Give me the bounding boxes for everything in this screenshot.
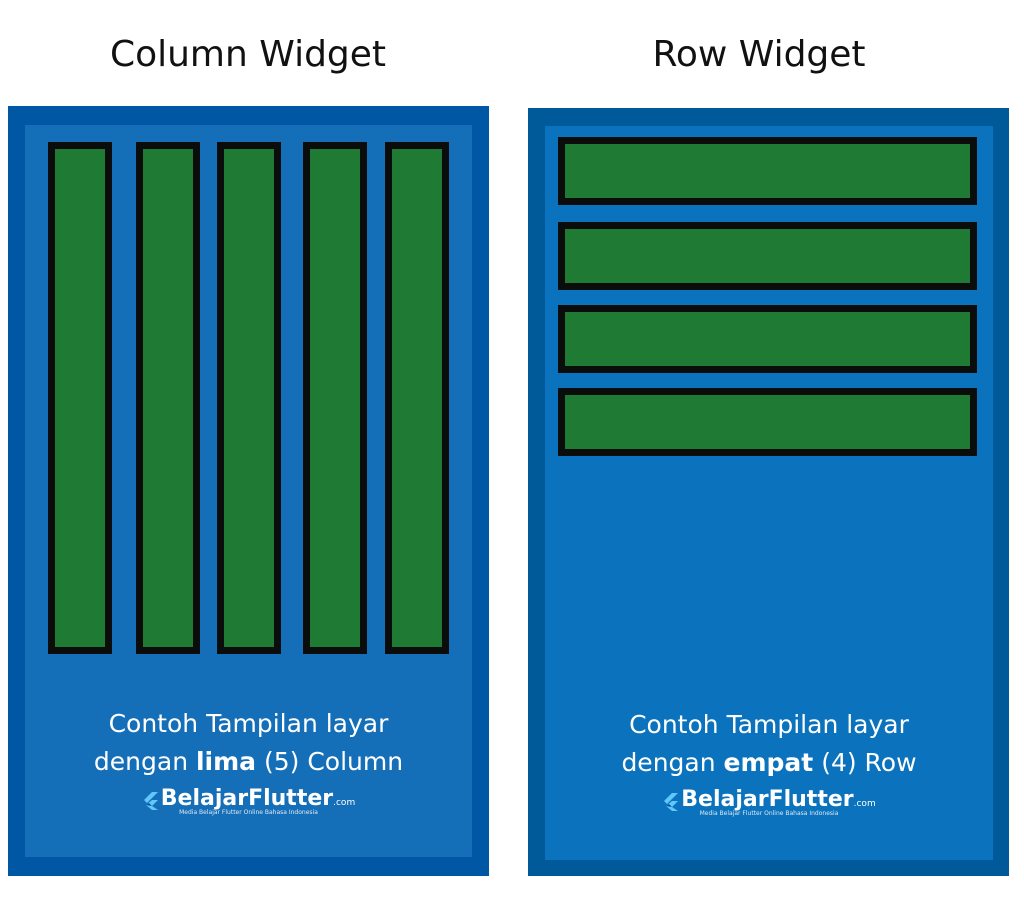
caption-bold: empat [723,748,814,777]
row-bar [558,222,977,290]
column-screen: Contoh Tampilan layar dengan lima (5) Co… [25,125,472,857]
caption-pre: dengan [621,748,724,777]
caption-post: (5) Column [256,747,404,776]
caption-line-1: Contoh Tampilan layar [629,710,909,739]
caption-line-2: dengan lima (5) Column [25,743,472,781]
row-widget-panel: Contoh Tampilan layar dengan empat (4) R… [528,108,1009,876]
column-bar [217,142,281,654]
belajarflutter-logo: BelajarFlutter.com Media Belajar Flutter… [545,787,993,817]
column-bar [136,142,200,654]
column-bar [48,142,112,654]
caption-line-1: Contoh Tampilan layar [108,709,389,738]
logo-domain: .com [333,798,356,808]
column-widget-title: Column Widget [109,34,387,75]
caption-pre: dengan [93,747,196,776]
column-widget-panel: Contoh Tampilan layar dengan lima (5) Co… [8,106,489,876]
caption-bold: lima [195,747,257,776]
belajarflutter-logo: BelajarFlutter.com Media Belajar Flutter… [25,786,472,816]
flutter-logo-icon [143,791,158,810]
column-bar [385,142,449,654]
row-caption: Contoh Tampilan layar dengan empat (4) R… [545,706,993,782]
row-screen: Contoh Tampilan layar dengan empat (4) R… [545,126,993,860]
logo-name: BelajarFlutter [681,787,854,812]
logo-tagline: Media Belajar Flutter Online Bahasa Indo… [179,809,318,816]
row-bar [558,305,977,373]
logo-name: BelajarFlutter [160,786,334,811]
row-bar [558,388,977,456]
column-bar [303,142,367,654]
column-caption: Contoh Tampilan layar dengan lima (5) Co… [25,705,472,781]
row-bar [558,137,977,205]
row-widget-title: Row Widget [652,34,866,75]
logo-domain: .com [853,799,876,809]
caption-line-2: dengan empat (4) Row [545,744,993,782]
flutter-logo-icon [664,792,679,811]
caption-post: (4) Row [813,748,917,777]
logo-tagline: Media Belajar Flutter Online Bahasa Indo… [699,810,839,817]
